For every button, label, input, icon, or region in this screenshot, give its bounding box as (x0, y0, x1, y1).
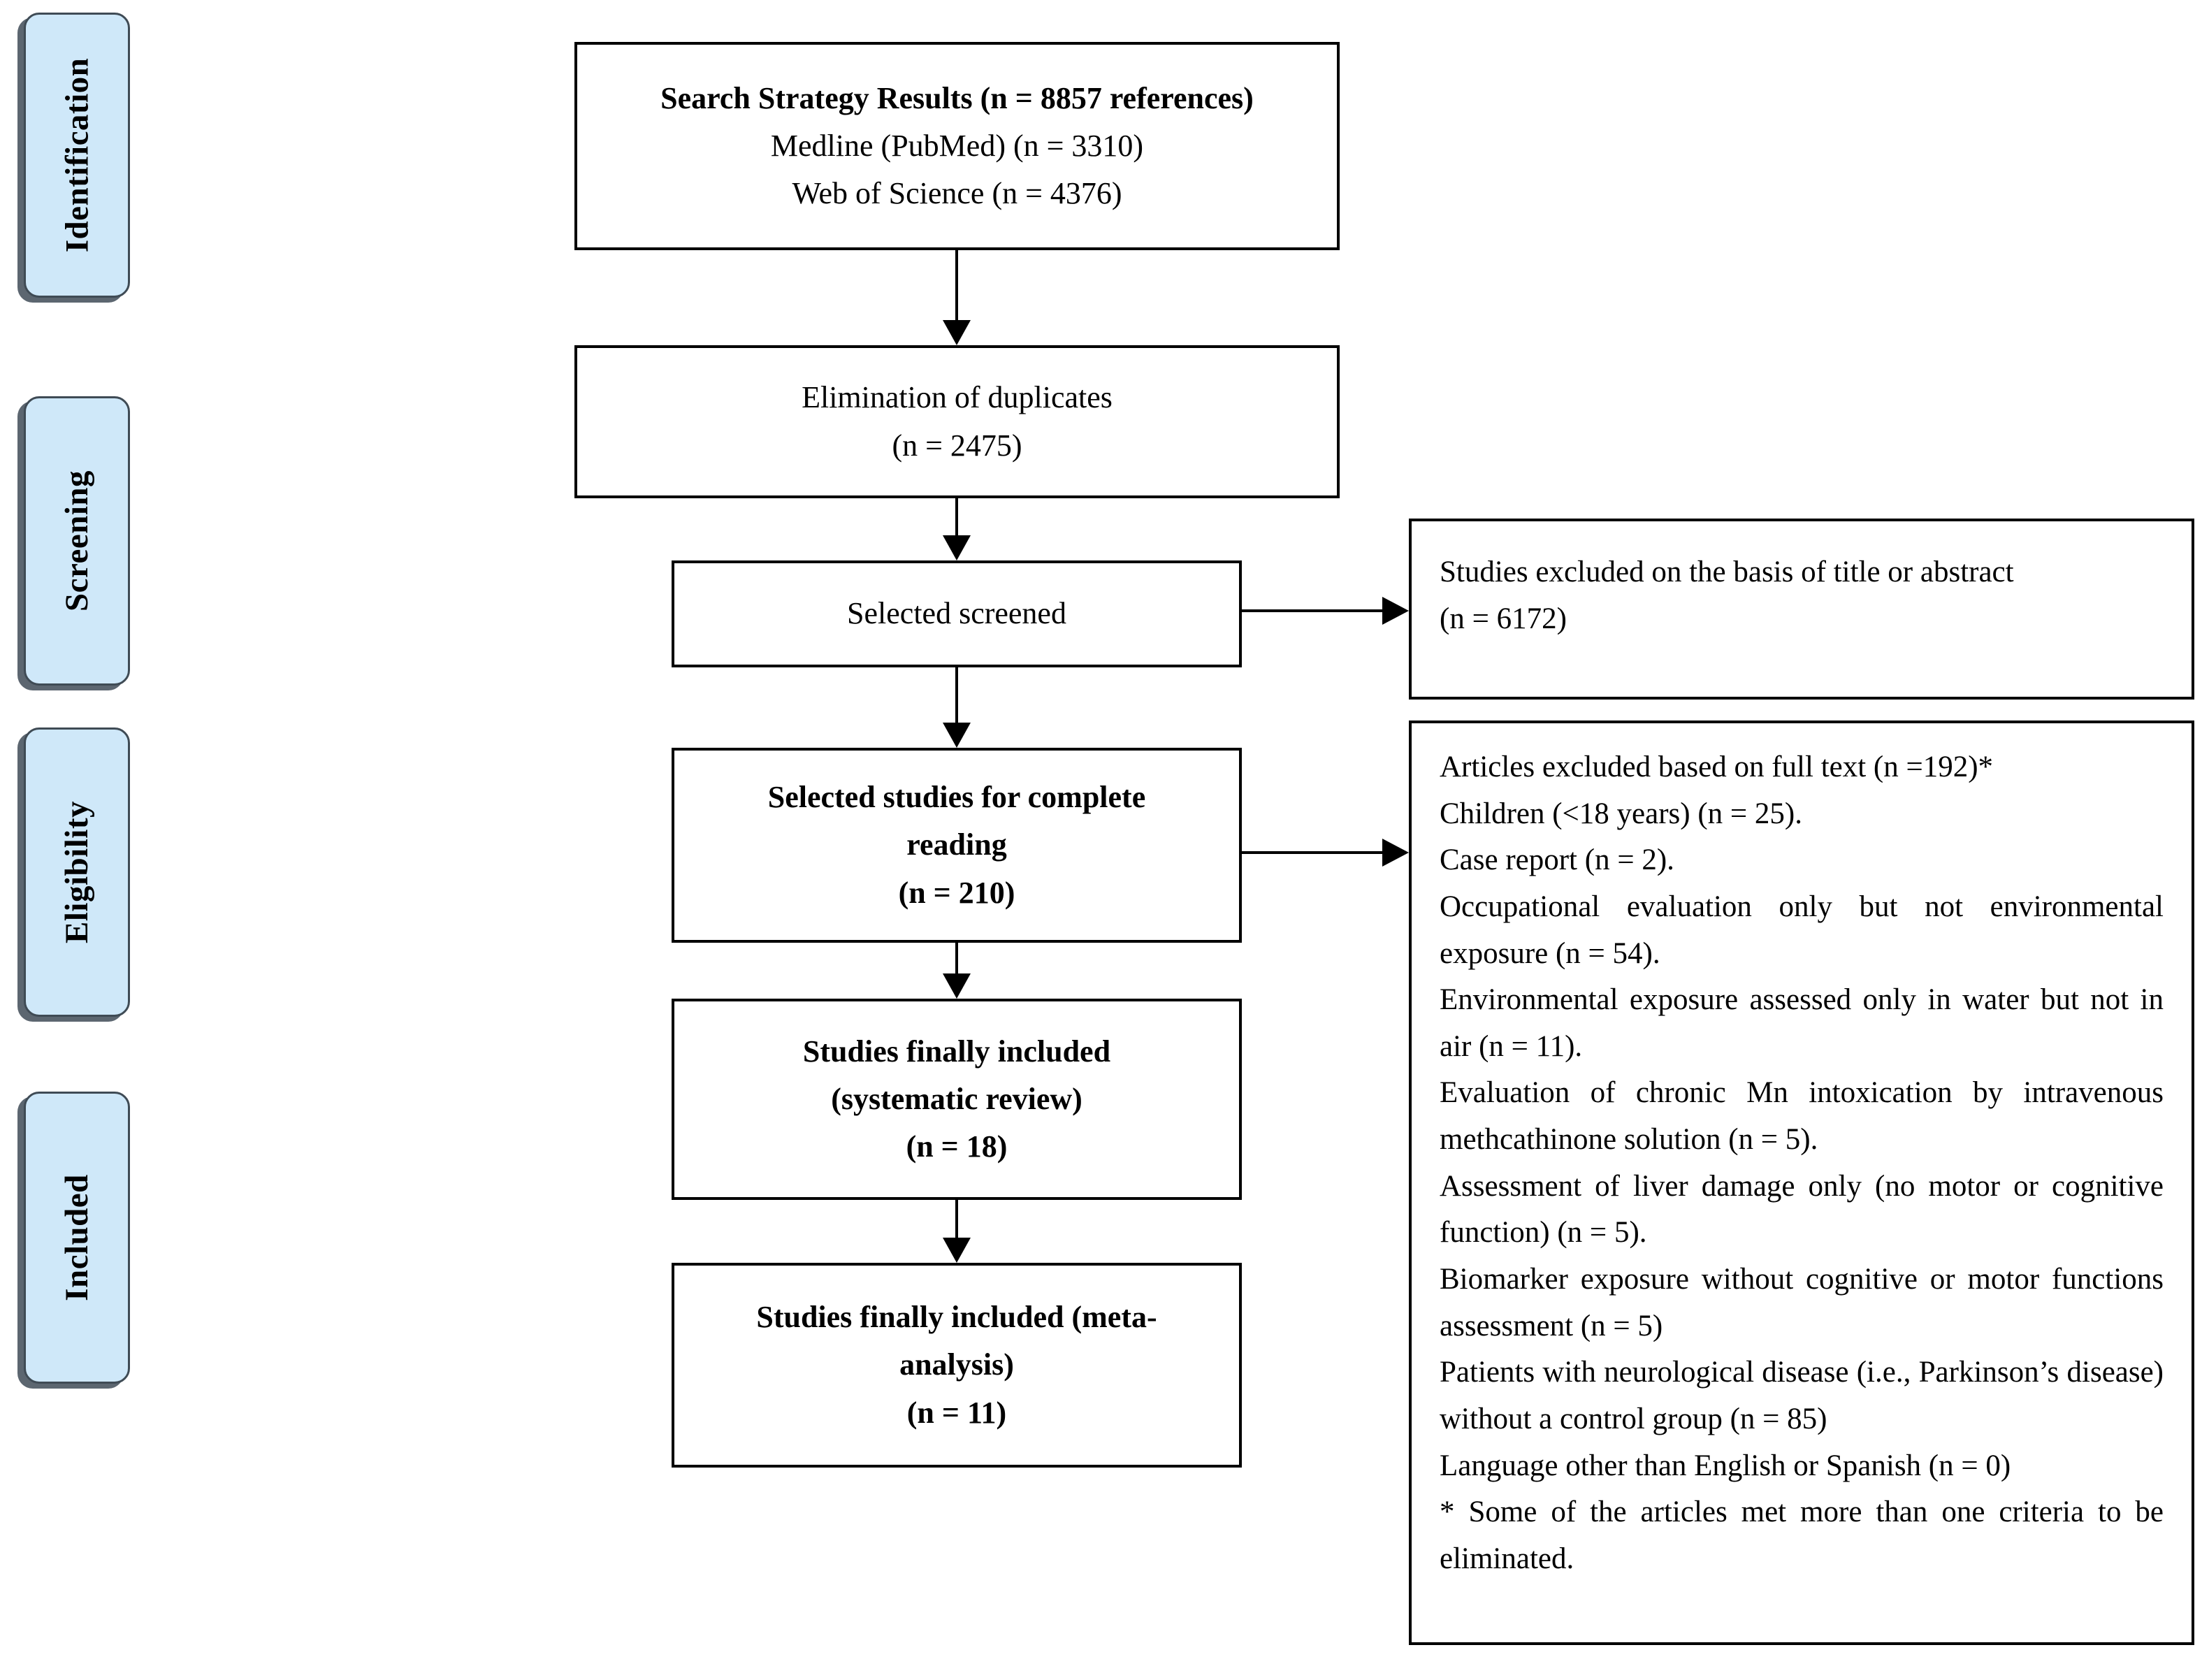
box-line: Medline (PubMed) (n = 3310) (770, 128, 1144, 163)
exclusion-paragraph: Occupational evaluation only but not env… (1440, 890, 2164, 970)
connector-line (955, 1200, 958, 1239)
box-line: (n = 11) (906, 1395, 1007, 1430)
connector-line (1242, 609, 1384, 612)
exclusion-box-full-text: Articles excluded based on full text (n … (1409, 720, 2194, 1645)
arrow-down-icon (943, 320, 971, 345)
flow-box-screened: Selected screened (672, 560, 1242, 667)
flow-box-complete-reading: Selected studies for complete reading (n… (672, 748, 1242, 943)
exclusion-paragraph: Biomarker exposure without cognitive or … (1440, 1263, 2164, 1342)
connector-line (955, 667, 958, 724)
box-line: Selected studies for complete (767, 780, 1146, 815)
box-line: Studies finally included (meta- (756, 1300, 1157, 1335)
arrow-down-icon (943, 973, 971, 999)
exclusion-box-title-abstract: Studies excluded on the basis of title o… (1409, 519, 2194, 700)
exclusion-paragraph: Evaluation of chronic Mn intoxication by… (1440, 1076, 2164, 1157)
exclusion-line: Studies excluded on the basis of title o… (1440, 556, 2014, 588)
flow-box-search-results: Search Strategy Results (n = 8857 refere… (574, 42, 1340, 250)
exclusion-line: (n = 6172) (1440, 602, 1567, 635)
exclusion-paragraph: Language other than English or Spanish (… (1440, 1449, 2011, 1482)
flow-box-duplicates: Elimination of duplicates (n = 2475) (574, 345, 1340, 498)
arrow-down-icon (943, 1238, 971, 1263)
connector-line (955, 250, 958, 321)
exclusion-paragraph: Articles excluded based on full text (n … (1440, 751, 1994, 783)
stage-label-text: Included (59, 1174, 96, 1301)
stage-label-text: Eligibility (59, 801, 95, 943)
arrow-down-icon (943, 723, 971, 748)
box-line: (n = 18) (906, 1129, 1008, 1164)
connector-line (955, 943, 958, 976)
stage-label-eligibility: Eligibility (24, 727, 130, 1017)
box-line: Elimination of duplicates (802, 380, 1113, 415)
arrow-down-icon (943, 535, 971, 560)
box-line: (n = 210) (898, 875, 1015, 910)
flow-box-systematic-review: Studies finally included (systematic rev… (672, 999, 1242, 1200)
stage-label-included: Included (24, 1092, 130, 1384)
stage-label-identification: Identification (24, 13, 130, 298)
box-line: Selected screened (847, 596, 1066, 631)
exclusion-paragraph: Assessment of liver damage only (no moto… (1440, 1169, 2164, 1250)
arrow-right-icon (1382, 839, 1409, 867)
box-line: (n = 2475) (892, 428, 1022, 463)
box-title: Search Strategy Results (n = 8857 refere… (660, 80, 1254, 115)
connector-line (1242, 851, 1384, 854)
box-line: Studies finally included (802, 1034, 1111, 1069)
stage-label-text: Screening (59, 470, 96, 612)
stage-label-screening: Screening (24, 396, 130, 686)
connector-line (955, 498, 958, 538)
exclusion-paragraph: Case report (n = 2). (1440, 843, 1674, 877)
box-line: Web of Science (n = 4376) (792, 176, 1122, 211)
box-line: reading (906, 827, 1007, 862)
box-line: analysis) (899, 1347, 1014, 1382)
box-line: (systematic review) (831, 1081, 1082, 1116)
exclusion-paragraph: Children (<18 years) (n = 25). (1440, 797, 1802, 830)
exclusion-paragraph: Patients with neurological disease (i.e.… (1440, 1356, 2164, 1435)
exclusion-paragraph: * Some of the articles met more than one… (1440, 1496, 2164, 1575)
flow-box-meta-analysis: Studies finally included (meta- analysis… (672, 1263, 1242, 1468)
stage-label-text: Identification (59, 57, 95, 253)
exclusion-paragraph: Environmental exposure assessed only in … (1440, 983, 2164, 1063)
arrow-right-icon (1382, 597, 1409, 625)
